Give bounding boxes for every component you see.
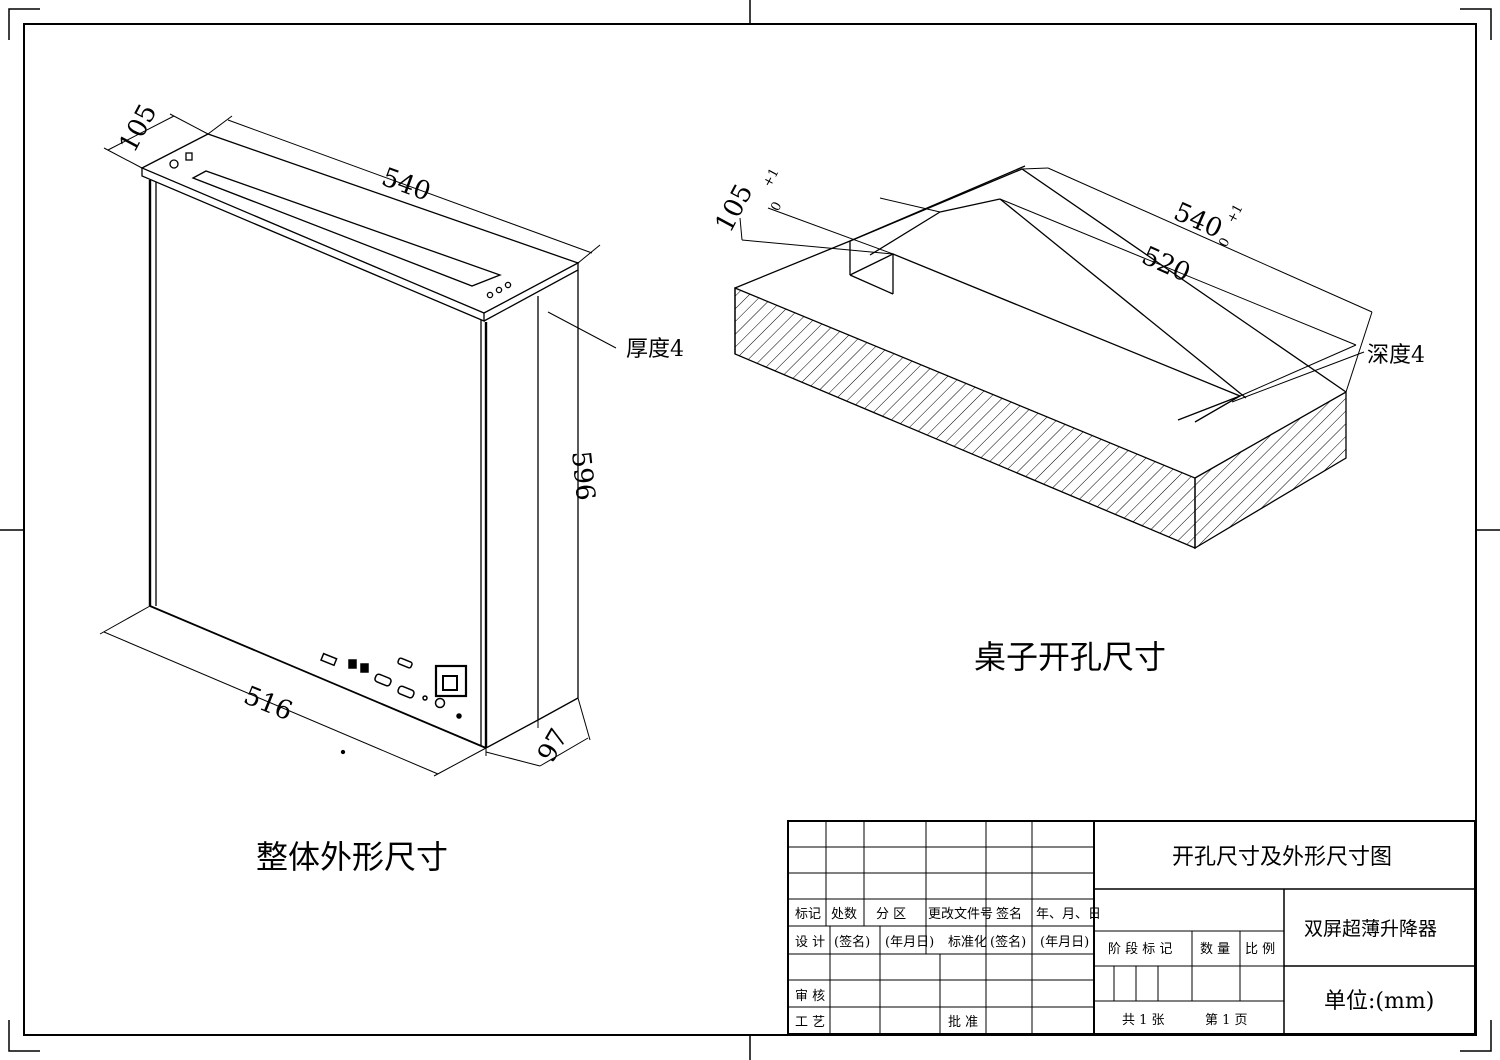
power-button-icon xyxy=(169,159,179,169)
cutout-dimension-lines xyxy=(739,167,1373,403)
row-design-std-date: (年月日) xyxy=(1040,935,1089,950)
header-col-date: 年、月、日 xyxy=(1036,907,1101,922)
dim-cutout-depth-tol-upper: +1 xyxy=(760,166,782,190)
title-block xyxy=(787,820,1476,1035)
title-block-text: 开孔尺寸及外形尺寸图 双屏超薄升降器 单位:(mm) 标记 处数 分 区 更改文… xyxy=(795,845,1437,1030)
power-socket-icon xyxy=(434,664,468,698)
row-design-std-signature: (签名) xyxy=(990,934,1026,950)
dim-overall-bottom-width: 516 xyxy=(239,681,296,727)
overall-dimension-lines xyxy=(99,113,617,777)
header-col-change-doc: 更改文件号 xyxy=(928,907,993,922)
row-design-signature: (签名) xyxy=(834,934,870,950)
dim-overall-bottom-depth: 97 xyxy=(532,724,575,768)
row-design-label: 设 计 xyxy=(795,935,825,950)
dim-overall-height: 596 xyxy=(565,450,600,503)
product-name: 双屏超薄升降器 xyxy=(1304,918,1437,940)
dim-overall-depth: 105 xyxy=(114,99,164,157)
stage-col-quantity: 数 量 xyxy=(1200,942,1230,957)
top-slot xyxy=(191,170,502,287)
row-review-label: 审 核 xyxy=(795,989,825,1004)
cutout-view xyxy=(734,165,1347,550)
desk-front-face xyxy=(734,287,1196,549)
stage-col-marks: 阶 段 标 记 xyxy=(1108,942,1172,957)
row-process-label: 工 艺 xyxy=(795,1015,825,1030)
row-design-standardization: 标准化 xyxy=(948,935,987,950)
caption-overall: 整体外形尺寸 xyxy=(256,838,448,876)
dim-cutout-width-tol-upper: +1 xyxy=(1224,202,1246,226)
caption-cutout: 桌子开孔尺寸 xyxy=(974,638,1166,676)
header-col-count: 处数 xyxy=(831,907,857,922)
header-col-zone: 分 区 xyxy=(876,907,906,922)
dim-cutout-width-tol-lower: 0 xyxy=(1216,236,1233,250)
dim-overall-width: 540 xyxy=(378,162,435,207)
header-col-signature: 签名 xyxy=(996,906,1022,922)
sheet-count: 共 1 张 xyxy=(1122,1013,1165,1028)
overall-view xyxy=(140,133,580,755)
unit-label: 单位:(mm) xyxy=(1324,989,1434,1014)
header-col-mark: 标记 xyxy=(795,907,821,922)
stage-col-scale: 比 例 xyxy=(1245,942,1275,957)
page-number: 第 1 页 xyxy=(1205,1013,1248,1028)
desk-side-face xyxy=(1194,390,1347,550)
row-approve-label: 批 准 xyxy=(948,1015,978,1030)
drawing-title: 开孔尺寸及外形尺寸图 xyxy=(1172,845,1392,870)
io-ports xyxy=(320,652,468,719)
row-design-date: (年月日) xyxy=(885,935,934,950)
note-depth: 深度4 xyxy=(1367,343,1425,368)
dim-cutout-depth-tol-lower: 0 xyxy=(768,200,785,214)
dim-cutout-depth: 105 xyxy=(710,179,760,237)
note-thickness: 厚度4 xyxy=(626,337,684,362)
